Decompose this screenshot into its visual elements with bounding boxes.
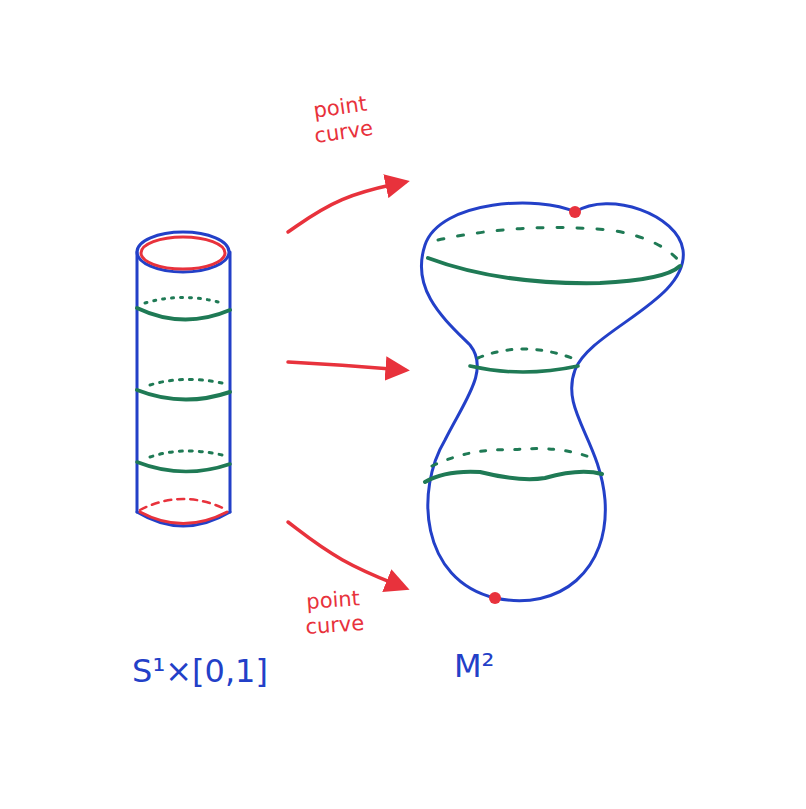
map-arrow	[288, 522, 405, 588]
circle-back	[150, 379, 222, 385]
boundary-circle	[141, 237, 225, 269]
cylinder-bottom-outline	[137, 512, 230, 526]
curve	[428, 258, 680, 283]
cylinder	[137, 232, 230, 526]
map-arrow	[288, 362, 405, 370]
surface-outline	[421, 203, 683, 601]
circle-back	[150, 451, 222, 457]
circle-back	[145, 298, 222, 304]
arrow-label: point curve	[303, 90, 381, 150]
figure-region: M²	[405, 170, 695, 695]
cylinder-side	[136, 252, 139, 512]
figure-label: S¹×[0,1]	[128, 650, 272, 692]
circle	[137, 462, 230, 472]
point	[569, 206, 581, 218]
arrow-label: point curve	[296, 586, 371, 641]
point	[489, 592, 501, 604]
curve	[470, 366, 578, 372]
surface	[421, 203, 683, 604]
curve-back	[478, 349, 572, 358]
circle	[137, 308, 230, 320]
curve	[425, 472, 602, 482]
boundary-circle	[140, 512, 227, 524]
cylinder-side	[229, 252, 232, 512]
cylinder-top-outline	[137, 232, 229, 272]
map-arrow	[288, 182, 405, 232]
curve-back	[438, 228, 680, 262]
curve-back	[432, 449, 592, 466]
figure-region: S¹×[0,1]	[112, 225, 288, 700]
circle	[137, 390, 230, 400]
figure-label: M²	[450, 645, 498, 687]
boundary-circle-back	[140, 499, 227, 510]
